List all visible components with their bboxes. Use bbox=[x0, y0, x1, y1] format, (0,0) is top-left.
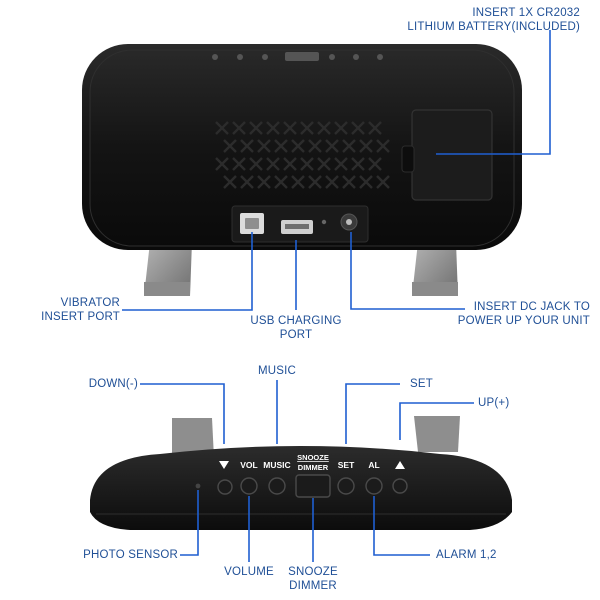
snooze-label-line2: DIMMER bbox=[289, 580, 337, 592]
top-leader-lines bbox=[140, 380, 474, 562]
grille-mark bbox=[342, 139, 356, 153]
grille-mark bbox=[223, 175, 237, 189]
grille-mark bbox=[232, 121, 246, 135]
grille-mark bbox=[283, 121, 297, 135]
grille-mark bbox=[317, 121, 331, 135]
set-button[interactable] bbox=[337, 477, 355, 495]
al-button-label: AL bbox=[368, 460, 379, 470]
down-button-surface[interactable] bbox=[217, 479, 233, 495]
vibrator-label-line2: INSERT PORT bbox=[41, 311, 120, 323]
snooze-label-line1: SNOOZE bbox=[288, 566, 338, 578]
reset-hole bbox=[321, 219, 327, 225]
grille-mark bbox=[266, 157, 280, 171]
al-button[interactable] bbox=[365, 477, 383, 495]
alarm-label: ALARM 1,2 bbox=[436, 549, 497, 561]
grille-mark bbox=[274, 175, 288, 189]
grille-mark bbox=[215, 121, 229, 135]
battery-label-line1: INSERT 1X CR2032 bbox=[472, 7, 580, 19]
snooze-dimmer-button[interactable] bbox=[295, 474, 331, 498]
vibrator-label-line1: VIBRATOR bbox=[60, 297, 120, 309]
grille-mark bbox=[232, 157, 246, 171]
top-view-device: VOL MUSIC SNOOZE DIMMER SET AL bbox=[90, 416, 512, 530]
usb-label-line1: USB CHARGING bbox=[250, 315, 342, 327]
back-view-device bbox=[82, 44, 522, 296]
snooze-button-label-line2: DIMMER bbox=[298, 463, 329, 472]
grille-mark bbox=[257, 175, 271, 189]
vol-button[interactable] bbox=[240, 477, 258, 495]
grille-mark bbox=[376, 175, 390, 189]
grille-mark bbox=[334, 157, 348, 171]
dc-label-line2: POWER UP YOUR UNIT bbox=[457, 315, 590, 327]
grille-mark bbox=[240, 139, 254, 153]
back-body bbox=[82, 44, 522, 250]
grille-mark bbox=[351, 121, 365, 135]
vol-button-label: VOL bbox=[240, 460, 257, 470]
down-label: DOWN(-) bbox=[88, 378, 138, 390]
grille-mark bbox=[240, 175, 254, 189]
set-button-label: SET bbox=[338, 460, 355, 470]
grille-mark bbox=[359, 139, 373, 153]
down-arrow-icon bbox=[219, 461, 229, 469]
grille-mark bbox=[368, 121, 382, 135]
grille-mark bbox=[342, 175, 356, 189]
left-stand-foot bbox=[144, 282, 190, 296]
usb-port bbox=[281, 220, 313, 234]
dc-label-line1: INSERT DC JACK TO bbox=[473, 301, 590, 313]
back-leader-lines bbox=[122, 30, 551, 311]
speaker-grille bbox=[215, 121, 390, 189]
music-label: MUSIC bbox=[257, 365, 297, 377]
grille-mark bbox=[283, 157, 297, 171]
snooze-dimmer-label: SNOOZE DIMMER bbox=[283, 565, 343, 593]
up-button-surface[interactable] bbox=[392, 478, 408, 494]
volume-label: VOLUME bbox=[224, 566, 274, 578]
grille-mark bbox=[257, 139, 271, 153]
usb-label-line2: PORT bbox=[279, 329, 313, 341]
grille-mark bbox=[317, 157, 331, 171]
grille-mark bbox=[308, 175, 322, 189]
usb-port-label: USB CHARGING PORT bbox=[246, 314, 346, 342]
photo-sensor-label: PHOTO SENSOR bbox=[83, 549, 178, 561]
grille-mark bbox=[334, 121, 348, 135]
grille-mark bbox=[368, 157, 382, 171]
photo-sensor bbox=[195, 483, 201, 489]
grille-mark bbox=[223, 139, 237, 153]
dc-jack-label: INSERT DC JACK TO POWER UP YOUR UNIT bbox=[440, 300, 590, 328]
grille-mark bbox=[351, 157, 365, 171]
grille-mark bbox=[249, 157, 263, 171]
grille-mark bbox=[325, 175, 339, 189]
top-right-stand bbox=[414, 416, 460, 452]
grille-mark bbox=[249, 121, 263, 135]
top-left-stand bbox=[172, 418, 214, 458]
grille-mark bbox=[376, 139, 390, 153]
vibrator-port bbox=[240, 213, 264, 234]
back-top-buttons bbox=[212, 52, 383, 61]
music-button-label: MUSIC bbox=[263, 460, 290, 470]
grille-mark bbox=[359, 175, 373, 189]
grille-mark bbox=[291, 175, 305, 189]
battery-label: INSERT 1X CR2032 LITHIUM BATTERY(INCLUDE… bbox=[380, 6, 580, 34]
vibrator-port-label: VIBRATOR INSERT PORT bbox=[20, 296, 120, 324]
grille-mark bbox=[300, 157, 314, 171]
grille-mark bbox=[266, 121, 280, 135]
music-button[interactable] bbox=[268, 477, 286, 495]
up-label: UP(+) bbox=[478, 397, 510, 409]
battery-label-line2: LITHIUM BATTERY(INCLUDED) bbox=[407, 21, 580, 33]
up-arrow-icon bbox=[395, 461, 405, 469]
grille-mark bbox=[325, 139, 339, 153]
grille-mark bbox=[300, 121, 314, 135]
right-stand-foot bbox=[412, 282, 458, 296]
set-label: SET bbox=[410, 378, 433, 390]
dc-jack bbox=[340, 213, 358, 231]
grille-mark bbox=[308, 139, 322, 153]
grille-mark bbox=[274, 139, 288, 153]
snooze-button-label-line1: SNOOZE bbox=[297, 453, 329, 462]
battery-door bbox=[411, 109, 493, 201]
grille-mark bbox=[215, 157, 229, 171]
grille-mark bbox=[291, 139, 305, 153]
